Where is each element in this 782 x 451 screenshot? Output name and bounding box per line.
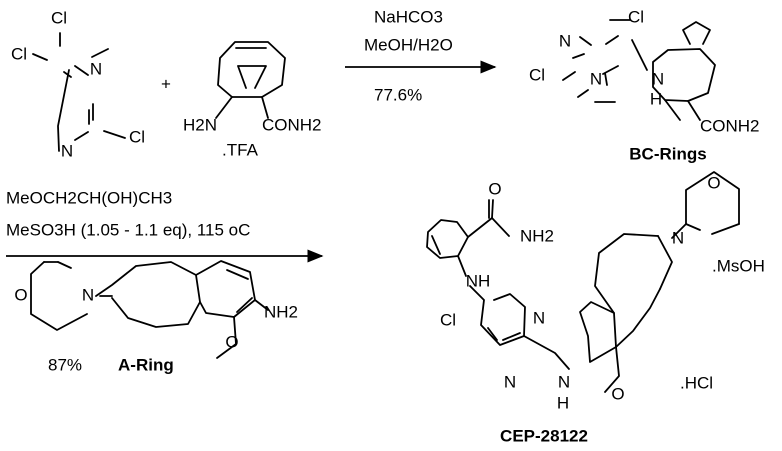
conh2-bc-label: CONH2	[700, 116, 760, 135]
step1-yield: 77.6%	[374, 85, 422, 104]
cl-left: Cl	[11, 44, 27, 63]
o-product-amide: O	[488, 179, 501, 198]
cl-top: Cl	[51, 8, 67, 27]
n-aring-morpholine: N	[82, 285, 94, 304]
yield-step2: 87%	[48, 355, 82, 374]
h-product-linker: H	[557, 393, 569, 412]
o-product-methoxy: O	[611, 384, 624, 403]
n-product-morpholine: N	[672, 228, 684, 247]
nh2-aring: NH2	[264, 302, 298, 321]
nh2-product: NH2	[520, 226, 554, 245]
conh2-label: CONH2	[262, 115, 322, 134]
step2-reagent-2: MeSO3H (1.05 - 1.1 eq), 115 oC	[6, 220, 250, 239]
nh-product-upper: NH	[466, 271, 491, 290]
o-aring-methoxy: O	[225, 332, 238, 351]
o-product-morpholine: O	[707, 173, 720, 192]
n-bc-upper: N	[559, 31, 571, 50]
cep-28122-structure	[426, 171, 740, 393]
hcl-label: .HCl	[680, 373, 713, 392]
bc-rings-structure	[562, 19, 716, 121]
step1-reagent-1: NaHCO3	[374, 7, 443, 26]
n-lower: N	[61, 141, 73, 160]
a-ring-structure	[30, 260, 269, 359]
norbornene-amine-structure	[215, 41, 286, 119]
step1-reagent-2: MeOH/H2O	[364, 35, 453, 54]
cl-product: Cl	[440, 310, 456, 329]
n-upper: N	[90, 59, 102, 78]
h2n-label: H2N	[183, 115, 217, 134]
n-product-pyr-lower: N	[504, 372, 516, 391]
n-product-linker: N	[558, 372, 570, 391]
msoh-label: .MsOH	[712, 256, 765, 275]
tfa-label: .TFA	[222, 140, 259, 159]
cl-bc-left: Cl	[529, 65, 545, 84]
n-bc-amine: N	[652, 69, 664, 88]
product-label: CEP-28122	[500, 426, 588, 445]
plus-sign: +	[161, 74, 171, 93]
cl-bc-top: Cl	[628, 7, 644, 26]
n-product-pyr-upper: N	[533, 308, 545, 327]
n-bc-lower: N	[590, 69, 602, 88]
step2-reagent-1: MeOCH2CH(OH)CH3	[6, 188, 172, 207]
o-aring-morpholine: O	[14, 285, 27, 304]
bc-rings-label: BC-Rings	[629, 144, 706, 163]
h-bc-amine: H	[650, 89, 662, 108]
cl-right: Cl	[129, 127, 145, 146]
trichloropyrimidine-structure	[32, 32, 126, 152]
a-ring-label: A-Ring	[118, 355, 174, 374]
